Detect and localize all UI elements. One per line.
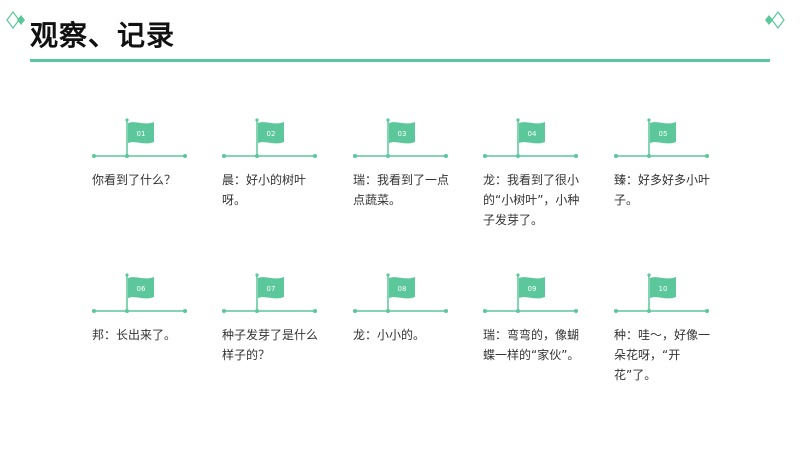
observation-item: 10 种：哇～，好像一朵花呀，“开花”了。	[614, 269, 734, 385]
flag-number: 04	[528, 130, 537, 138]
flag-icon: 09	[483, 273, 578, 313]
page-title: 观察、记录	[30, 19, 176, 52]
observation-text: 瑞：我看到了一点点蔬菜。	[353, 173, 450, 207]
observation-item: 06 邦：长出来了。	[92, 269, 212, 345]
flag-icon: 03	[353, 118, 448, 158]
observation-text: 龙：我看到了很小的“小树叶”，小种子发芽了。	[483, 173, 580, 227]
observation-item: 01 你看到了什么？	[92, 114, 212, 190]
observation-text: 臻：好多好多小叶子。	[614, 173, 711, 207]
observation-text: 种：哇～，好像一朵花呀，“开花”了。	[614, 328, 711, 382]
flag-icon: 06	[92, 273, 187, 313]
diamond-decoration-icon	[765, 11, 785, 29]
diamond-decoration-icon	[6, 11, 25, 29]
observation-text: 瑞：弯弯的，像蝴蝶一样的“家伙”。	[483, 328, 580, 362]
flag-icon: 04	[483, 118, 578, 158]
flag-icon: 05	[614, 118, 709, 158]
flag-number: 05	[659, 130, 668, 138]
flag-number: 08	[398, 285, 407, 293]
observation-text: 邦：长出来了。	[92, 328, 177, 342]
observation-item: 07 种子发芽了是什么样子的？	[222, 269, 342, 365]
flag-number: 07	[267, 285, 276, 293]
flag-number: 06	[137, 285, 146, 293]
observation-item: 02 晨：好小的树叶呀。	[222, 114, 342, 210]
observation-text: 种子发芽了是什么样子的？	[222, 328, 319, 362]
title-underline	[30, 59, 770, 62]
observation-item: 03 瑞：我看到了一点点蔬菜。	[353, 114, 473, 210]
observation-item: 05 臻：好多好多小叶子。	[614, 114, 734, 210]
flag-icon: 01	[92, 118, 187, 158]
flag-number: 10	[659, 285, 668, 293]
observation-text: 你看到了什么？	[92, 173, 177, 187]
flag-icon: 07	[222, 273, 317, 313]
flag-icon: 08	[353, 273, 448, 313]
observation-item: 04 龙：我看到了很小的“小树叶”，小种子发芽了。	[483, 114, 603, 230]
flag-icon: 02	[222, 118, 317, 158]
observation-item: 09 瑞：弯弯的，像蝴蝶一样的“家伙”。	[483, 269, 603, 365]
flag-number: 01	[137, 130, 146, 138]
flag-number: 02	[267, 130, 276, 138]
flag-number: 03	[398, 130, 407, 138]
flag-number: 09	[528, 285, 537, 293]
observation-text: 龙：小小的。	[353, 328, 426, 342]
observation-item: 08 龙：小小的。	[353, 269, 473, 345]
flag-icon: 10	[614, 273, 709, 313]
observation-text: 晨：好小的树叶呀。	[222, 173, 307, 207]
